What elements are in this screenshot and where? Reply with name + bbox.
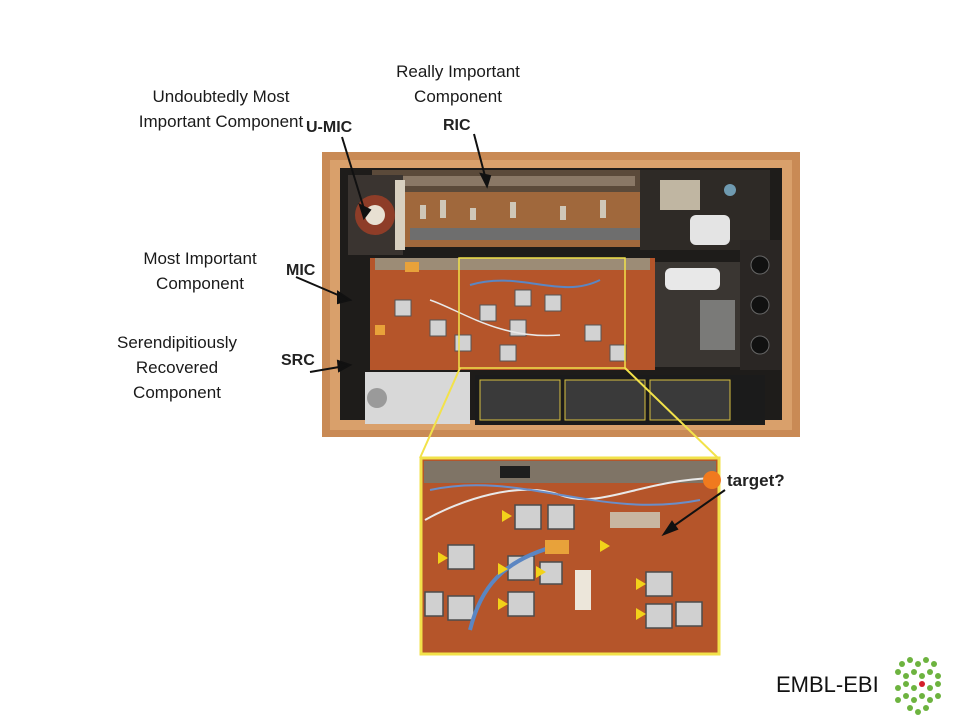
embl-ebi-logo-icon [895,657,941,715]
caption-really-important: Really Important Component [396,62,520,106]
caption-serendipitously-recovered: Serendipitiously Recovered Component [116,333,237,402]
tag-src: SRC [281,352,315,369]
zoom-guide-right [624,367,719,459]
embl-ebi-logo-text: EMBL-EBI [776,672,879,697]
caption-undoubtedly-most-important: Undoubtedly Most Important Component [138,87,304,131]
caption-most-important: Most Important Component [143,249,257,293]
tag-target: target? [727,471,785,490]
zoom-guide-left [419,367,461,459]
tag-mic: MIC [286,262,316,279]
tag-ric: RIC [443,117,471,134]
tag-u-mic: U-MIC [306,119,353,136]
